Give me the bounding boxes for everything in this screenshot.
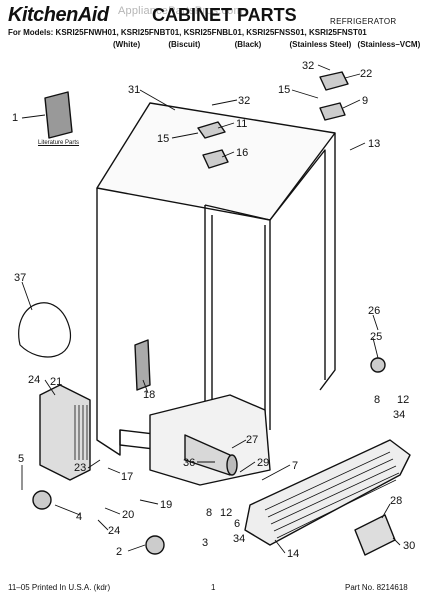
- callout-7: 7: [292, 460, 298, 472]
- callout-12-b: 12: [220, 507, 232, 519]
- water-filter: [354, 514, 396, 556]
- power-cord: [18, 302, 71, 358]
- callout-36: 36: [183, 457, 195, 469]
- callout-6: 6: [234, 518, 240, 530]
- callout-11: 11: [236, 118, 247, 130]
- side-vent-panel: [39, 384, 91, 481]
- top-hinge-left: [197, 121, 226, 139]
- callout-22: 22: [360, 68, 372, 80]
- callout-32-a: 32: [238, 95, 250, 107]
- callout-25: 25: [370, 331, 382, 343]
- color-list: (White) (Biscuit) (Black) (Stainless Ste…: [113, 40, 420, 49]
- callout-29: 29: [257, 457, 269, 469]
- color-white: (White): [113, 40, 141, 49]
- toe-grille: [244, 439, 411, 546]
- callout-34-b: 34: [233, 533, 245, 545]
- callout-27: 27: [246, 434, 258, 446]
- color-biscuit: (Biscuit): [168, 40, 201, 49]
- callout-15-b: 15: [278, 84, 290, 96]
- callout-1: 1: [12, 112, 18, 124]
- callout-34-a: 34: [393, 409, 405, 421]
- top-hinge-right: [319, 71, 349, 91]
- cabinet-left-side: [96, 188, 121, 456]
- callout-23: 23: [74, 462, 86, 474]
- callout-8-a: 8: [374, 394, 380, 406]
- footer-page-number: 1: [211, 583, 216, 592]
- watermark: AppliancePartsPros.com: [118, 5, 243, 17]
- callout-30: 30: [403, 540, 415, 552]
- front-caster: [32, 490, 52, 510]
- callout-8-b: 8: [206, 507, 212, 519]
- callout-24-a: 24: [28, 374, 40, 386]
- callout-4: 4: [76, 511, 82, 523]
- brand-logo: KitchenAid: [8, 4, 109, 26]
- footer-part-number: Part No. 8214618: [345, 583, 408, 592]
- callout-15-a: 15: [157, 133, 169, 145]
- callout-20: 20: [122, 509, 134, 521]
- callout-31: 31: [128, 84, 140, 96]
- callout-37: 37: [14, 272, 26, 284]
- callout-14: 14: [287, 548, 299, 560]
- color-black: (Black): [234, 40, 262, 49]
- page-title: CABINET PARTS: [152, 5, 297, 25]
- callout-24-b: 24: [108, 525, 120, 537]
- callout-18: 18: [143, 389, 155, 401]
- footer-printed: 11–05 Printed In U.S.A. (kdr): [8, 583, 111, 592]
- callout-13: 13: [368, 138, 380, 150]
- callout-2: 2: [116, 546, 122, 558]
- color-stainless-steel: (Stainless Steel): [289, 40, 352, 49]
- callout-17: 17: [121, 471, 133, 483]
- hinge-plate-16: [202, 149, 229, 169]
- leveling-leg: [370, 357, 386, 373]
- cabinet-right-side: [319, 133, 336, 391]
- callout-5: 5: [18, 453, 24, 465]
- rear-caster: [145, 535, 165, 555]
- callout-19: 19: [160, 499, 172, 511]
- literature-packet: [44, 91, 73, 139]
- callout-26: 26: [368, 305, 380, 317]
- literature-label: Literature Parts: [38, 140, 80, 146]
- hinge-plate-9: [319, 102, 346, 121]
- callout-21: 21: [50, 376, 62, 388]
- callout-16: 16: [236, 147, 248, 159]
- callout-28: 28: [390, 495, 402, 507]
- callout-3: 3: [202, 537, 208, 549]
- callout-32-b: 32: [302, 60, 314, 72]
- page-subtitle: REFRIGERATOR: [330, 17, 397, 26]
- color-stainless-vcm: (Stainless–VCM): [357, 40, 421, 49]
- models-line: For Models: KSRI25FNWH01, KSRI25FNBT01, …: [8, 28, 367, 37]
- callout-12-a: 12: [397, 394, 409, 406]
- machine-cover: [149, 394, 271, 486]
- callout-9: 9: [362, 95, 368, 107]
- cabinet-inner-right: [269, 149, 326, 380]
- drain-bracket: [134, 339, 151, 391]
